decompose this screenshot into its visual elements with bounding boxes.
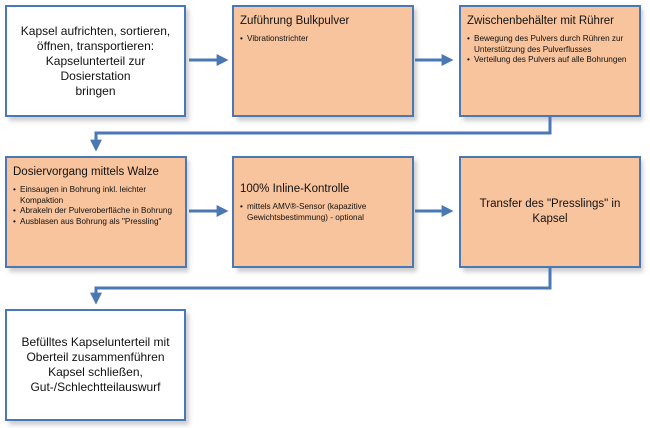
box-bulk-powder-feed-title: Zuführung Bulkpulver (240, 15, 350, 27)
box-intermediate-container: Zwischenbehälter mit Rührer Bewegung des… (459, 5, 641, 117)
bullet-item: Verteilung des Pulvers auf alle Bohrunge… (467, 55, 633, 66)
box-transfer: Transfer des "Presslings" in Kapsel (459, 156, 641, 268)
box-dosing-process-title: Dosiervorgang mittels Walze (13, 166, 159, 178)
bullet-item: Einsaugen in Bohrung inkl. leichter Komp… (13, 185, 179, 206)
arrow-transfer-to-end (90, 268, 552, 305)
box-capsule-prep: Kapsel aufrichten, sortieren, öffnen, tr… (5, 5, 186, 117)
bullet-item: mittels AMV®-Sensor (kapazitive Gewichts… (240, 202, 406, 223)
box-dosing-process: Dosiervorgang mittels Walze Einsaugen in… (5, 156, 187, 268)
arrow-intermediate-to-dosing (90, 116, 552, 152)
box-inline-control-title: 100% Inline-Kontrolle (240, 183, 350, 195)
bullet-item: Ausblasen aus Bohrung als "Pressling" (13, 217, 179, 228)
box-inline-control-bullets: mittels AMV®-Sensor (kapazitive Gewichts… (240, 202, 406, 223)
box-intermediate-container-title: Zwischenbehälter mit Rührer (467, 15, 615, 27)
bullet-item: Bewegung des Pulvers durch Rühren zur Un… (467, 34, 633, 55)
box-capsule-close: Befülltes Kapselunterteil mit Oberteil z… (5, 309, 186, 421)
box-inline-control: 100% Inline-Kontrolle mittels AMV®-Senso… (232, 156, 414, 268)
bullet-item: Vibrationstrichter (240, 34, 406, 45)
box-intermediate-container-bullets: Bewegung des Pulvers durch Rühren zur Un… (467, 34, 633, 66)
box-capsule-prep-text: Kapsel aufrichten, sortieren, öffnen, tr… (20, 23, 171, 98)
box-transfer-text: Transfer des "Presslings" in Kapsel (479, 198, 621, 225)
box-bulk-powder-feed: Zuführung Bulkpulver Vibrationstrichter (232, 5, 414, 117)
bullet-item: Abrakeln der Pulveroberfläche in Bohrung (13, 206, 179, 217)
box-capsule-close-text: Befülltes Kapselunterteil mit Oberteil z… (21, 335, 170, 394)
box-dosing-process-bullets: Einsaugen in Bohrung inkl. leichter Komp… (13, 185, 179, 227)
box-bulk-powder-feed-bullets: Vibrationstrichter (240, 34, 406, 45)
